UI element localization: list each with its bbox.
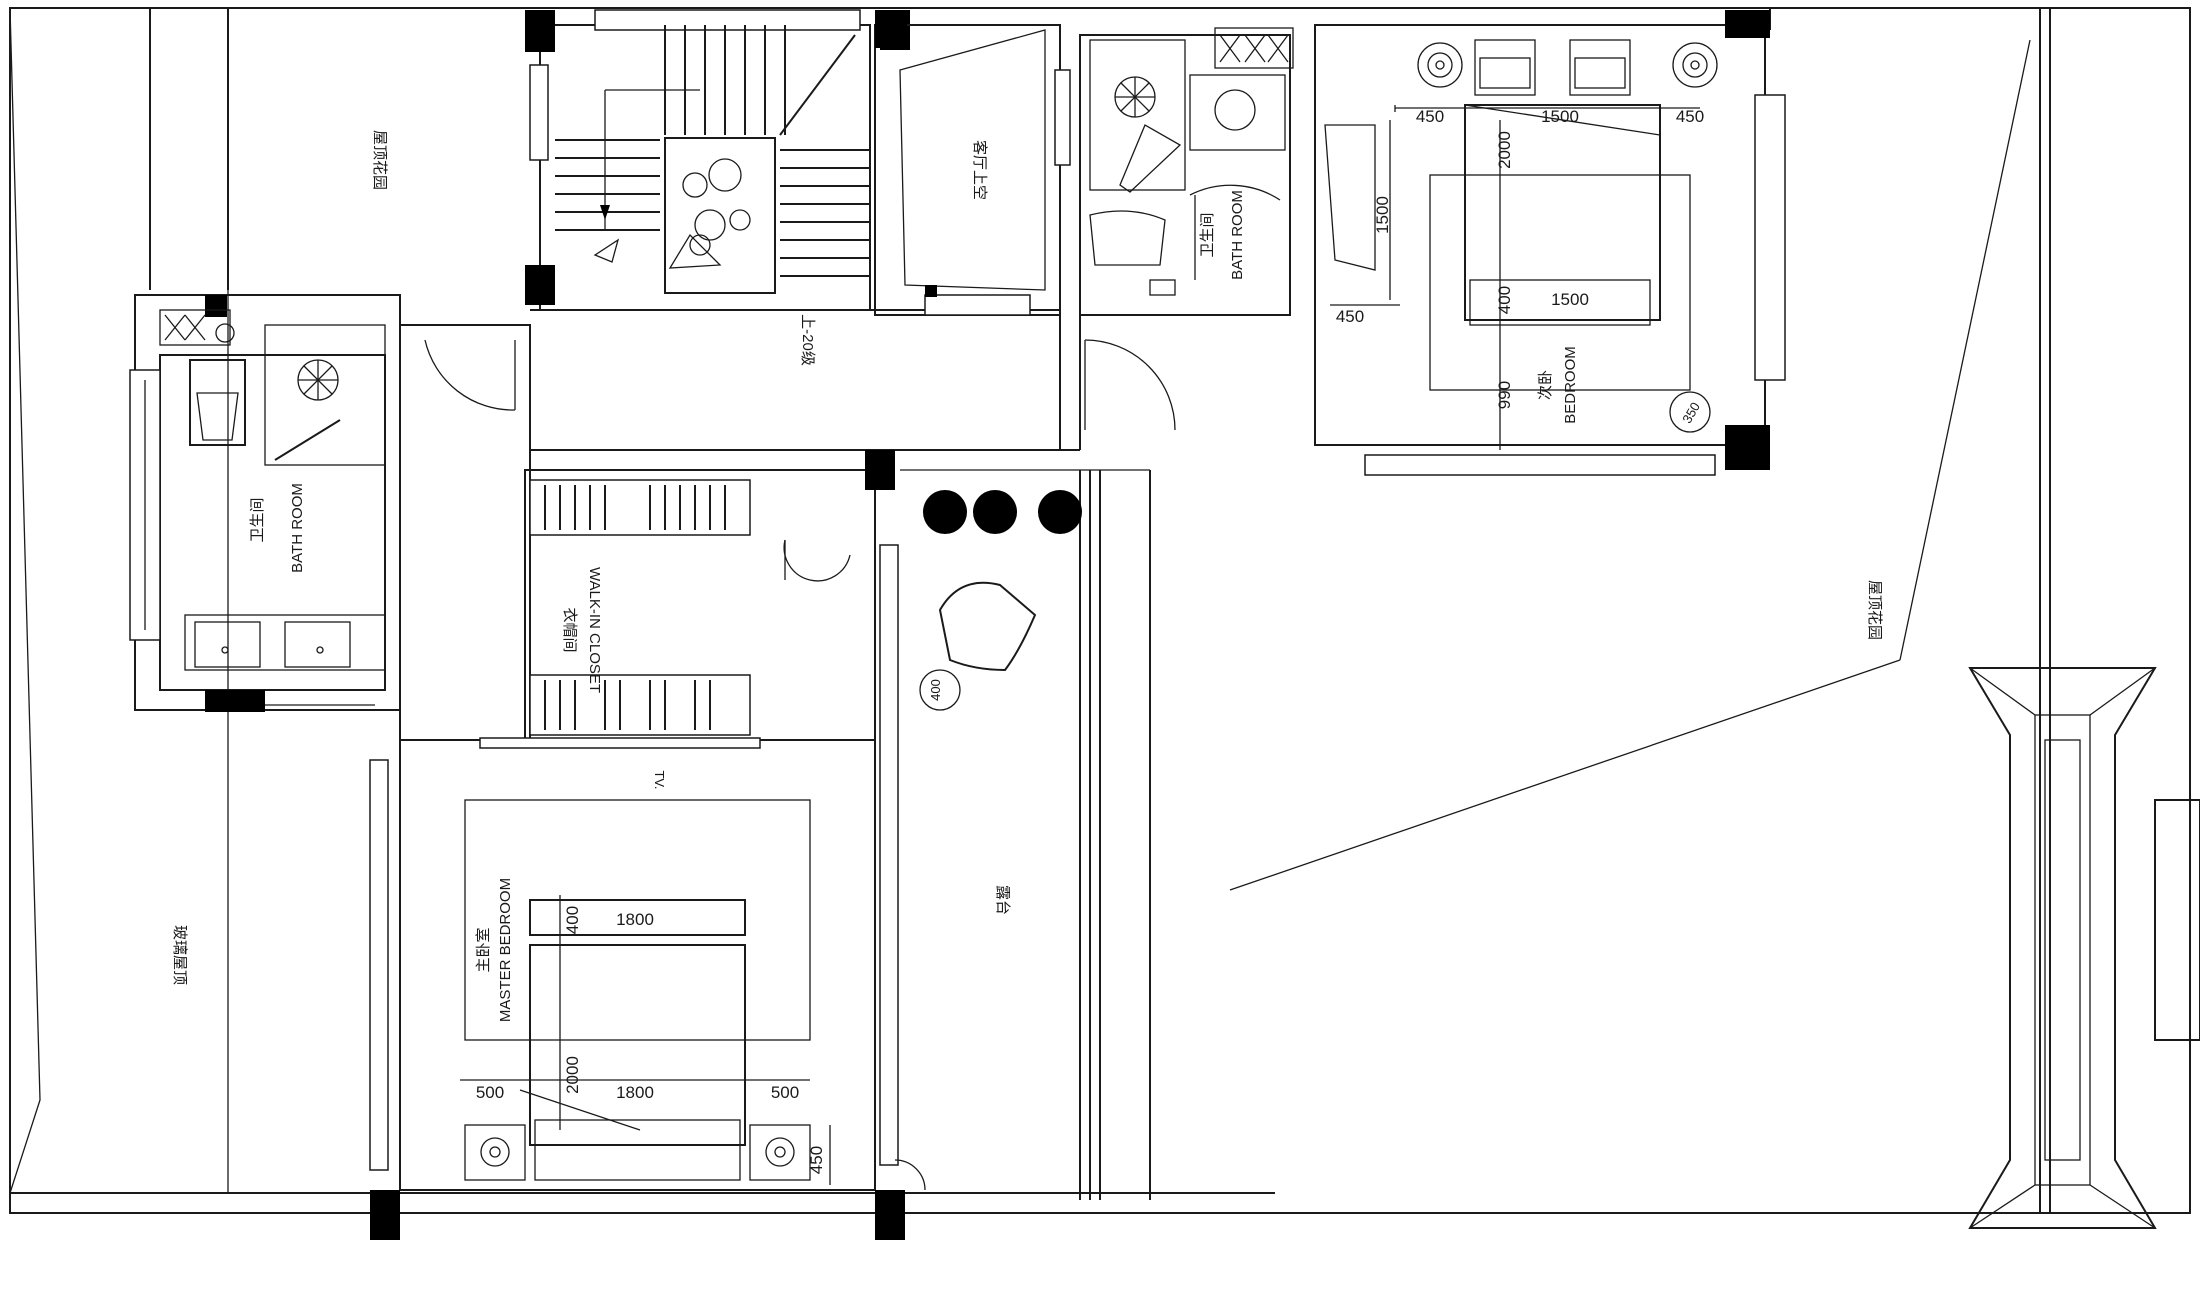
- master-en: MASTER BEDROOM: [497, 878, 514, 1022]
- roof-skylight: [1968, 667, 2200, 1229]
- top-right-bedroom: 450 1500 450 2000 1500 400 1500 450 990 …: [1314, 10, 1786, 476]
- dim-1500-top: 1500: [1541, 107, 1579, 126]
- top-bathroom: 卫生间 BATH ROOM: [1079, 27, 1294, 316]
- bath-top-en: BATH ROOM: [1229, 190, 1246, 280]
- terrace-label: 露台: [994, 885, 1011, 915]
- closet-cn: 衣帽间: [561, 607, 578, 652]
- dim-450-b: 450: [1336, 307, 1364, 326]
- master-bedroom: 400 1800 2000 1800 500 500 450 TV. 主卧室 M…: [369, 544, 905, 1240]
- master-dim-450: 450: [807, 1146, 826, 1174]
- stair-up-label: 上-20级: [799, 314, 816, 366]
- walk-in-closet: 衣帽间 WALK-IN CLOSET: [524, 450, 895, 741]
- bath-left-cn: 卫生间: [249, 497, 266, 542]
- master-dim-500-l: 500: [476, 1083, 504, 1102]
- void-room: 客厅上空: [874, 10, 1071, 316]
- master-dim-1800-b: 1800: [616, 1083, 654, 1102]
- stairwell: 上-20级: [525, 9, 910, 366]
- stair-treads-right: [780, 149, 870, 277]
- tv-label: TV.: [652, 770, 667, 789]
- chair-dim-400: 400: [928, 679, 943, 701]
- dim-450-left: 450: [1416, 107, 1444, 126]
- dim-1500-v: 1500: [1373, 196, 1392, 234]
- roof-right-label: 屋顶花园: [1866, 580, 1883, 640]
- master-dim-400: 400: [563, 906, 582, 934]
- outer-walls: [9, 7, 2191, 1214]
- dim-2000: 2000: [1495, 131, 1514, 169]
- left-roof-area: [9, 7, 375, 1194]
- bedroom-en: BEDROOM: [1562, 346, 1579, 424]
- dim-400: 400: [1495, 286, 1514, 314]
- stair-treads-left: [555, 139, 660, 231]
- left-bathroom: 卫生间 BATH ROOM: [129, 294, 401, 712]
- void-label: 客厅上空: [971, 140, 988, 200]
- dim-450-right: 450: [1676, 107, 1704, 126]
- terrace: 400 露台: [894, 469, 1151, 1200]
- dim-1500-b: 1500: [1551, 290, 1589, 309]
- stair-treads-top: [664, 25, 786, 135]
- master-dim-1800-a: 1800: [616, 910, 654, 929]
- master-cn: 主卧室: [475, 927, 492, 972]
- dim-350: 350: [1679, 400, 1703, 426]
- bedroom-cn: 次卧: [1537, 370, 1554, 400]
- master-dim-2000: 2000: [563, 1056, 582, 1094]
- bath-left-en: BATH ROOM: [289, 483, 306, 573]
- roof-glass-left-label: 玻璃屋顶: [171, 925, 188, 985]
- dim-990: 990: [1495, 381, 1514, 409]
- right-roof-area: [1229, 39, 2031, 891]
- closet-en: WALK-IN CLOSET: [586, 567, 603, 693]
- master-dim-500-r: 500: [771, 1083, 799, 1102]
- roof-left-label: 屋顶花园: [371, 130, 388, 190]
- bath-top-cn: 卫生间: [1199, 212, 1216, 257]
